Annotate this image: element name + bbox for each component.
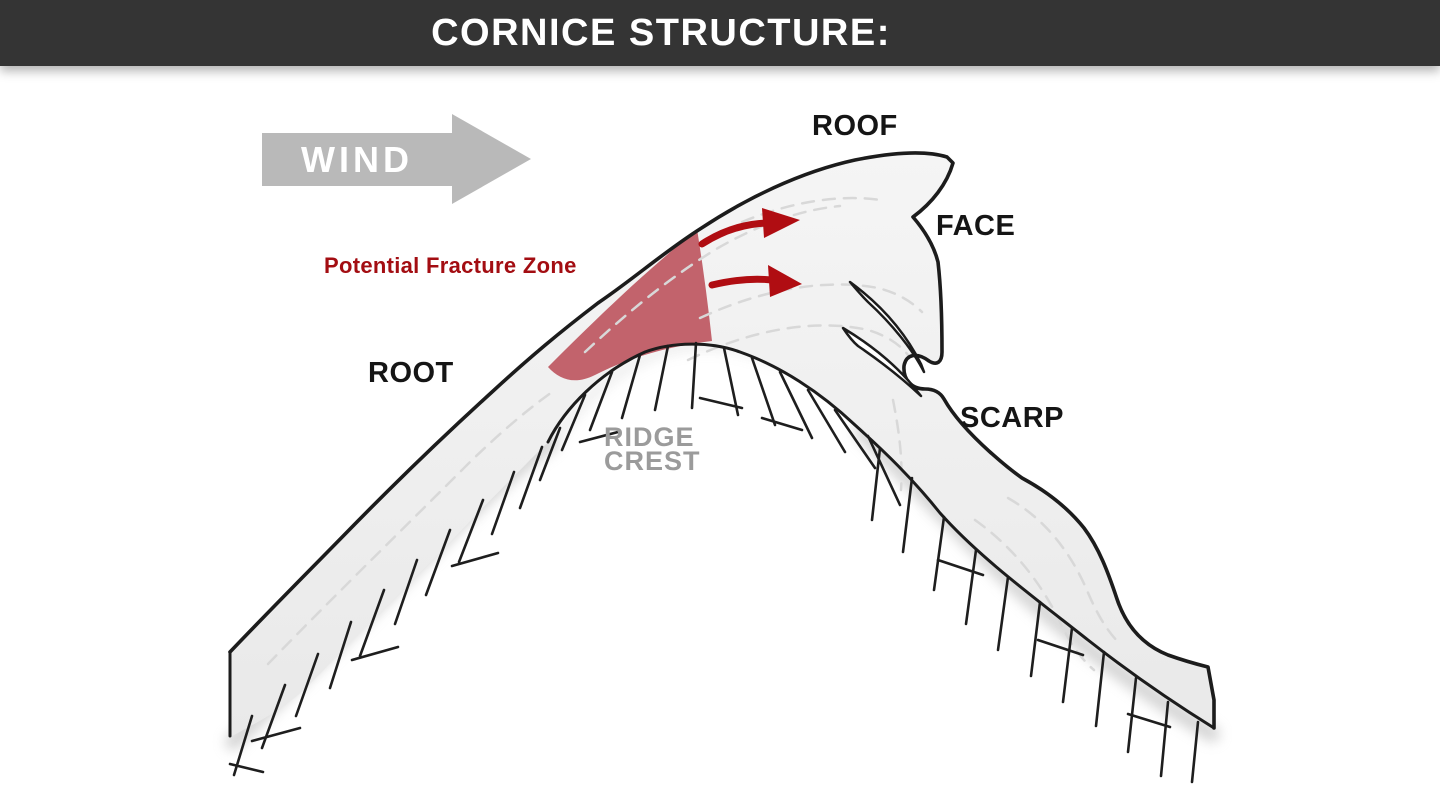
leeward-slope-hatching bbox=[866, 434, 1200, 784]
ridge-ground-line bbox=[546, 342, 1216, 730]
ridge-crest-label: RIDGE CREST bbox=[604, 422, 701, 476]
wind-label: WIND bbox=[301, 138, 413, 180]
ridge-crest-line1: RIDGE bbox=[604, 422, 695, 452]
roof-label: ROOF bbox=[812, 110, 898, 142]
snow-body bbox=[230, 153, 1214, 737]
page-title: CORNICE STRUCTURE: bbox=[431, 11, 891, 54]
snow-transport-arrowhead-upper bbox=[762, 208, 800, 238]
fracture-zone-shape bbox=[548, 229, 712, 381]
windward-slope-hatching bbox=[228, 445, 544, 777]
snow-transport-arrows bbox=[698, 208, 802, 297]
scarp-label: SCARP bbox=[960, 402, 1065, 434]
snow-surface-outline bbox=[228, 151, 1216, 730]
cornice-slot-lower bbox=[841, 326, 923, 398]
face-label: FACE bbox=[936, 210, 1016, 242]
header-bar: CORNICE STRUCTURE: bbox=[0, 0, 1440, 66]
snow-transport-arrowhead-lower bbox=[768, 265, 802, 297]
snow-transport-arrow-upper bbox=[698, 219, 770, 248]
fracture-zone-label: Potential Fracture Zone bbox=[324, 253, 577, 278]
cornice-slots bbox=[841, 280, 926, 398]
ridge-crest-line2: CREST bbox=[604, 446, 701, 476]
ridge-crest-hatching bbox=[538, 341, 877, 482]
snow-transport-arrow-lower bbox=[708, 275, 776, 289]
cornice-slot-upper bbox=[848, 280, 926, 374]
root-label: ROOT bbox=[368, 357, 454, 389]
wind-arrowhead-icon bbox=[452, 114, 531, 204]
wind-arrow: WIND bbox=[262, 133, 452, 186]
